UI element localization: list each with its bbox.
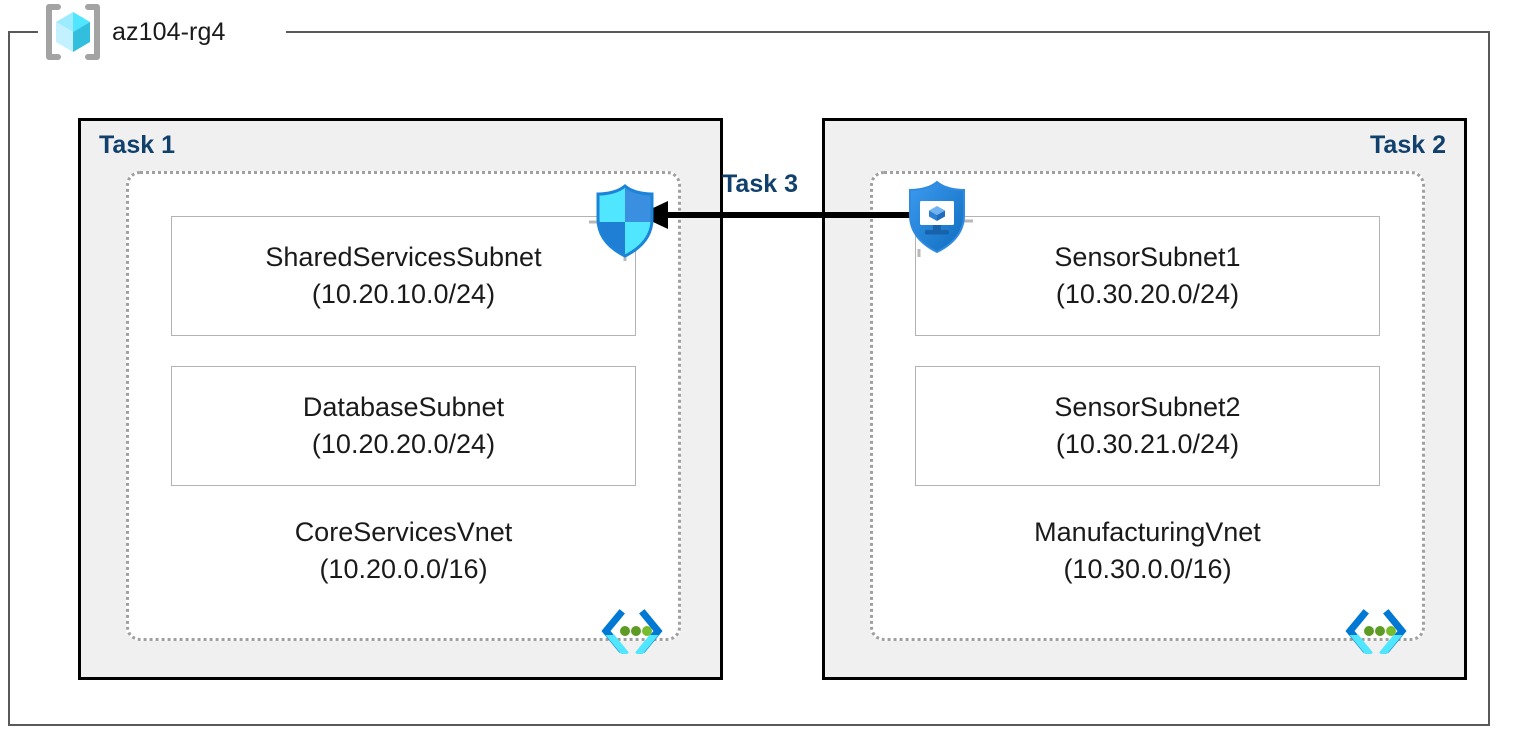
- azure-bastion-vm-shield-icon: [909, 180, 973, 257]
- subnet-sensor-1: SensorSubnet1 (10.30.20.0/24): [915, 216, 1380, 336]
- subnet-database: DatabaseSubnet (10.20.20.0/24): [171, 366, 636, 486]
- vnet-cidr: (10.30.0.0/16): [1063, 553, 1232, 584]
- azure-bastion-shield-icon: [589, 184, 654, 261]
- subnet-name: SharedServicesSubnet: [265, 242, 542, 273]
- vnet-caption-core-services: CoreServicesVnet (10.20.0.0/16): [129, 514, 678, 587]
- task-1-container: Task 1 SharedServicesSubnet (10.20.10.0/…: [78, 118, 723, 680]
- resource-group-frame: [8, 31, 1490, 726]
- vnet-core-services-vnet: SharedServicesSubnet (10.20.10.0/24) Dat…: [126, 171, 681, 641]
- vnet-name: ManufacturingVnet: [1034, 517, 1261, 547]
- subnet-name: SensorSubnet2: [1054, 392, 1241, 423]
- subnet-cidr: (10.20.20.0/24): [311, 429, 496, 459]
- resource-group-name: az104-rg4: [112, 17, 226, 46]
- resource-group-legend: az104-rg4: [44, 4, 226, 60]
- vnet-caption-manufacturing: ManufacturingVnet (10.30.0.0/16): [873, 514, 1422, 587]
- subnet-cidr: (10.30.20.0/24): [1055, 279, 1240, 309]
- virtual-network-icon: [1345, 609, 1407, 654]
- subnet-name: SensorSubnet1: [1054, 242, 1241, 273]
- task-3-connection-arrow: [638, 201, 926, 229]
- subnet-cidr: (10.20.10.0/24): [311, 279, 496, 309]
- subnet-name: DatabaseSubnet: [302, 392, 505, 423]
- task-2-label: Task 2: [1370, 131, 1446, 159]
- task-1-label: Task 1: [99, 131, 175, 159]
- vnet-manufacturing-vnet: SensorSubnet1 (10.30.20.0/24) SensorSubn…: [870, 171, 1425, 641]
- subnet-sensor-2: SensorSubnet2 (10.30.21.0/24): [915, 366, 1380, 486]
- task-3-label: Task 3: [722, 170, 798, 198]
- subnet-cidr: (10.30.21.0/24): [1055, 429, 1240, 459]
- vnet-cidr: (10.20.0.0/16): [319, 553, 488, 584]
- azure-resource-group-cube-icon: [46, 4, 100, 60]
- subnet-shared-services: SharedServicesSubnet (10.20.10.0/24): [171, 216, 636, 336]
- virtual-network-icon: [601, 609, 663, 654]
- task-2-container: Task 2 SensorSubnet1 (10.30.20.0/24) Sen…: [822, 118, 1467, 680]
- vnet-name: CoreServicesVnet: [294, 517, 513, 547]
